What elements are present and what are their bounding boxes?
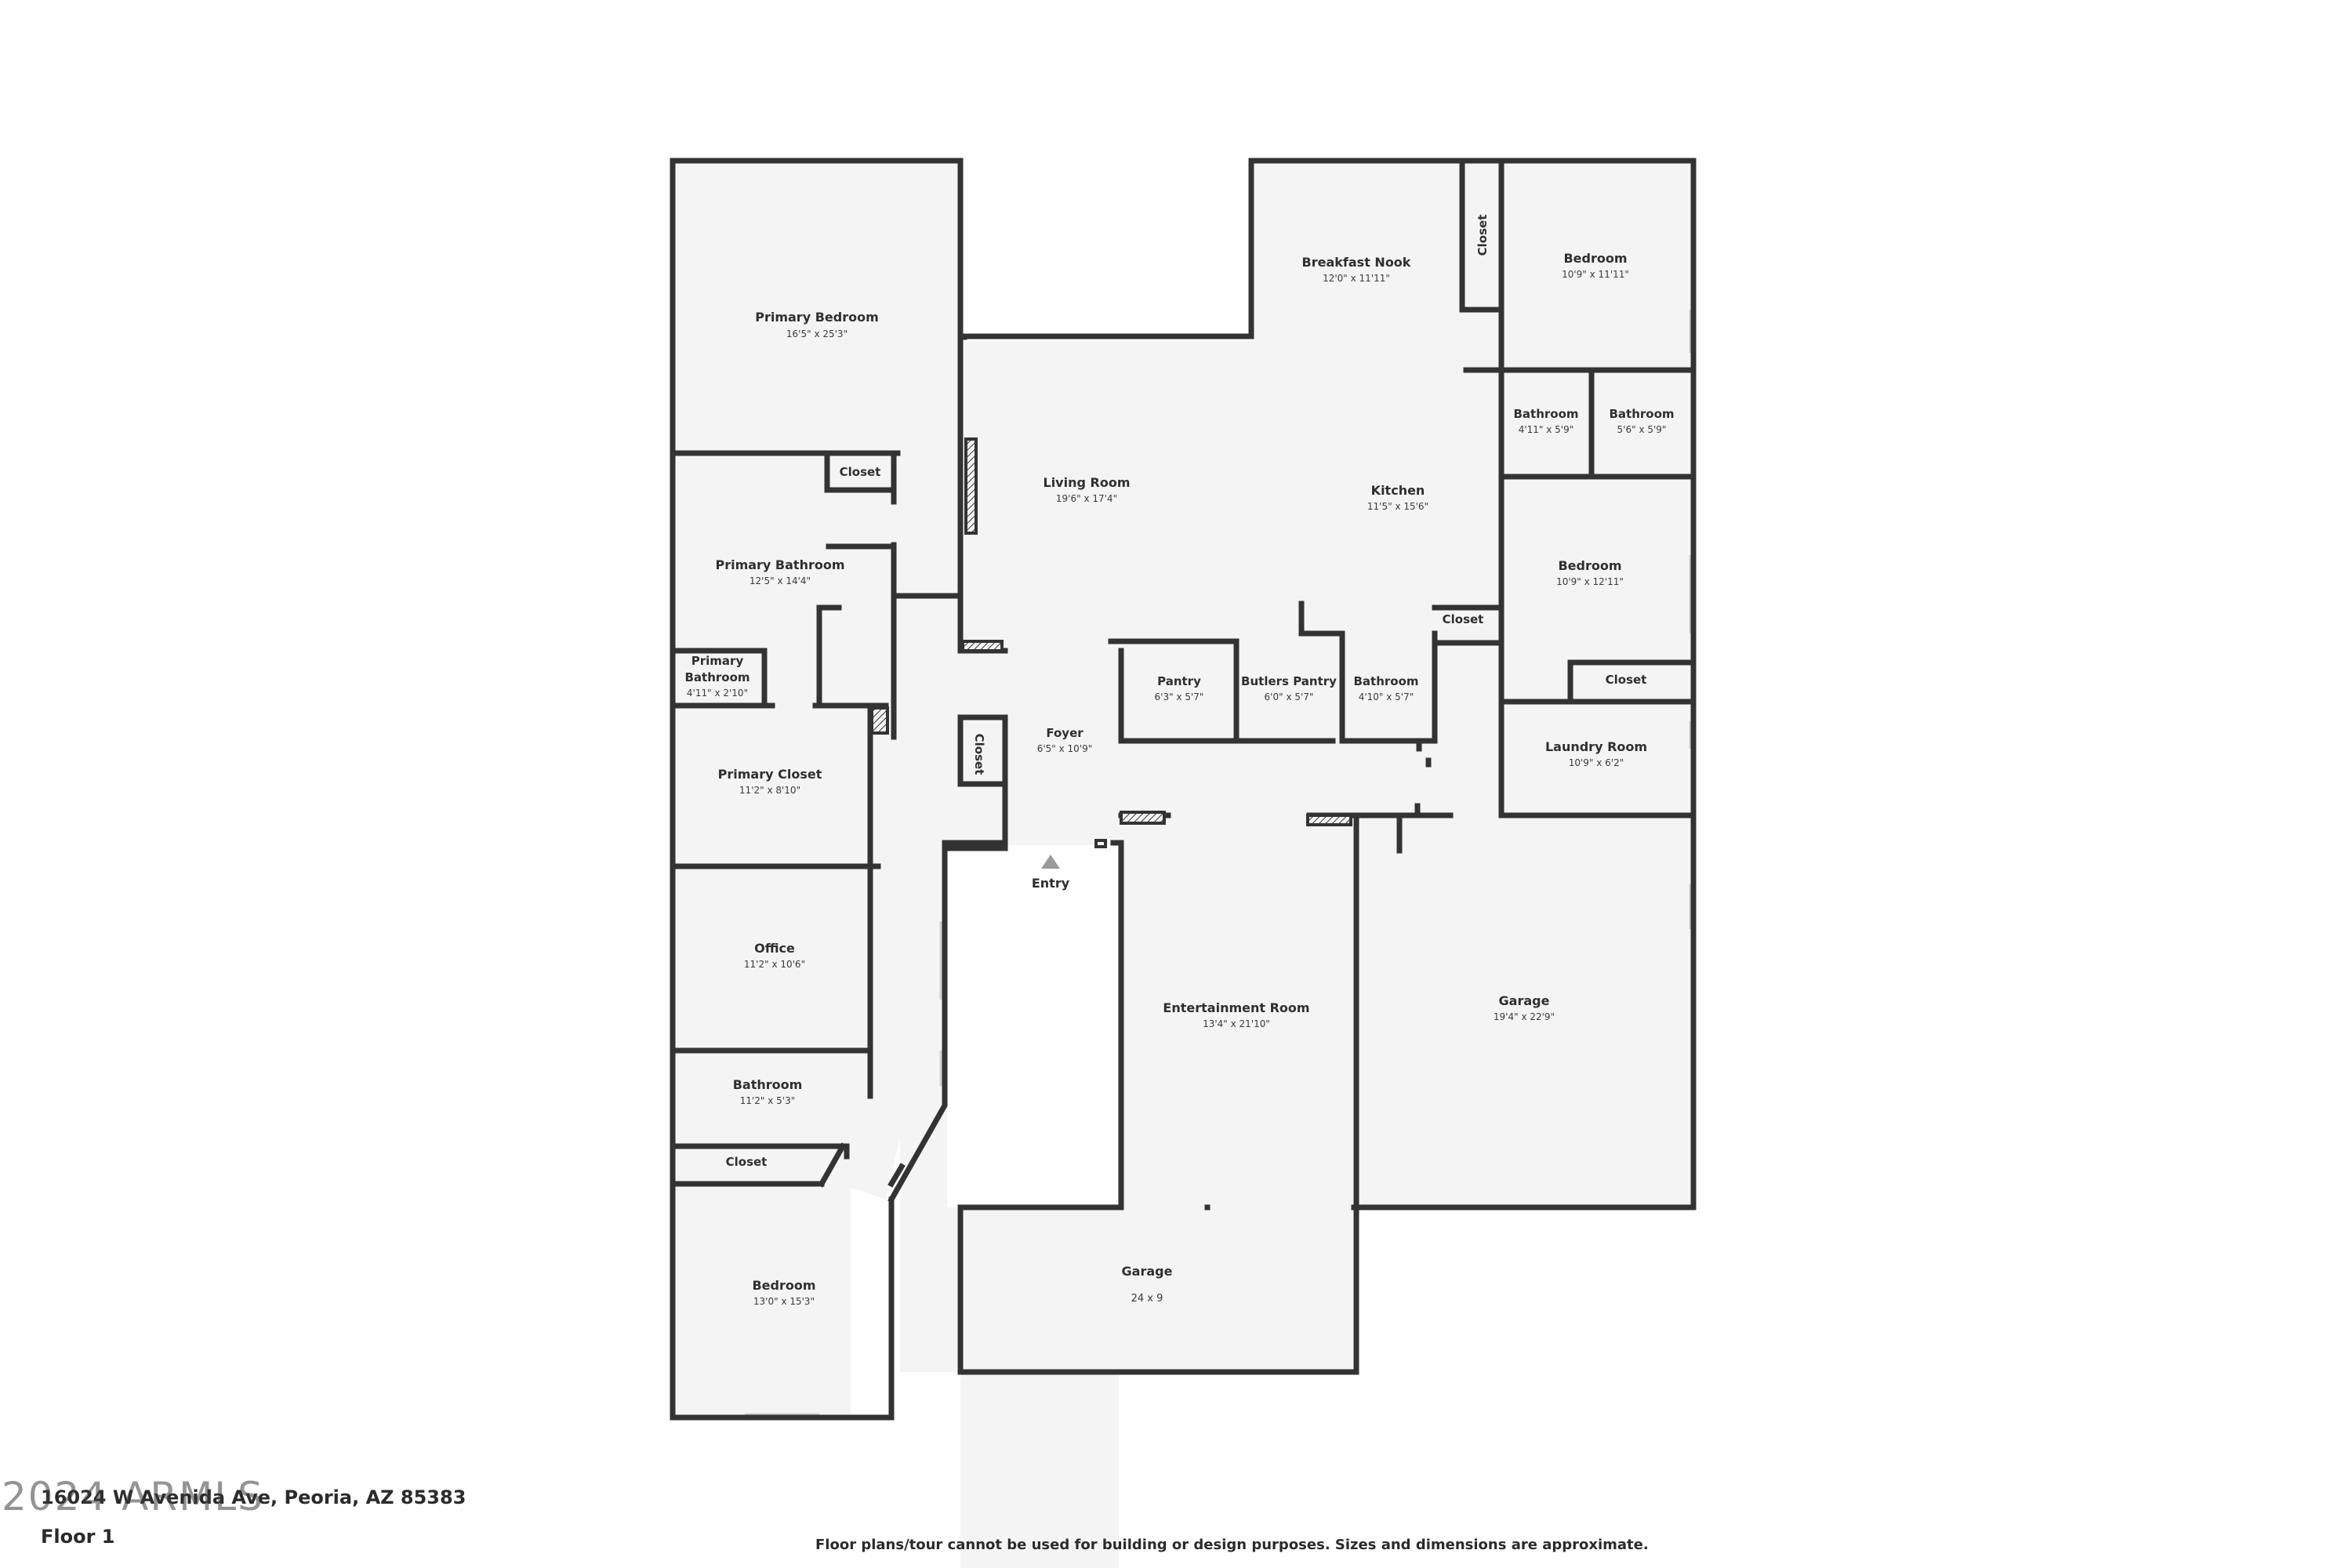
- room-dimensions: 6'0" x 5'7": [1265, 691, 1314, 702]
- property-address: 16024 W Avenida Ave, Peoria, AZ 85383: [41, 1486, 466, 1508]
- garage-small-floor: [960, 1207, 1356, 1374]
- room-dimensions: 16'5" x 25'3": [786, 328, 848, 339]
- room-name: Pantry: [1157, 674, 1201, 688]
- room-dimensions: 4'11" x 2'10": [687, 688, 748, 699]
- room-name: Primary Bathroom: [715, 557, 844, 572]
- room-name: Laundry Room: [1545, 739, 1647, 754]
- room-name: Living Room: [1044, 475, 1131, 490]
- room-dimensions: 4'11" x 5'9": [1519, 424, 1574, 435]
- room-name: Closet: [972, 734, 986, 775]
- room-dimensions: 12'5" x 14'4": [750, 575, 811, 586]
- room-name: Breakfast Nook: [1302, 255, 1411, 270]
- room-dimensions: 12'0" x 11'11": [1323, 273, 1390, 284]
- room-name: Primary Bedroom: [755, 310, 879, 325]
- room-name: Office: [754, 941, 795, 956]
- fixtures: [870, 437, 1352, 848]
- room-name: Garage: [1122, 1264, 1173, 1279]
- room-name-line-1: Primary: [691, 654, 744, 668]
- room-name: Kitchen: [1371, 483, 1425, 498]
- room-name: Bathroom: [733, 1077, 803, 1092]
- room-name: Bedroom: [1558, 558, 1621, 573]
- room-dimensions: 5'6" x 5'9": [1617, 424, 1667, 435]
- room-dimensions: 10'9" x 11'11": [1562, 269, 1629, 280]
- listing-watermark: 2024 ARMLS: [2, 1474, 264, 1519]
- room-dimensions: 10'9" x 6'2": [1569, 757, 1624, 768]
- room-name: Bathroom: [1609, 407, 1674, 421]
- room-dimensions: 10'9" x 12'11": [1556, 576, 1624, 587]
- room-name: Bathroom: [1513, 407, 1578, 421]
- walls: [670, 158, 1697, 1421]
- room-dimensions: 11'2" x 8'10": [739, 785, 800, 796]
- room-dimensions: 24 x 9: [1131, 1293, 1163, 1305]
- room-dimensions: 11'2" x 5'3": [740, 1095, 796, 1106]
- room-name: Closet: [1606, 673, 1647, 687]
- room-name: Entertainment Room: [1163, 1000, 1309, 1015]
- room-name: Garage: [1499, 993, 1550, 1008]
- room-dimensions: 4'10" x 5'7": [1359, 691, 1414, 702]
- floor-fill: [673, 161, 1692, 1568]
- room-dimensions: 13'0" x 15'3": [753, 1296, 815, 1307]
- room-name: Foyer: [1046, 726, 1083, 740]
- room-dimensions: 6'5" x 10'9": [1037, 743, 1093, 754]
- room-dimensions: 19'4" x 22'9": [1494, 1011, 1555, 1022]
- room-dimensions: 11'2" x 10'6": [744, 959, 805, 970]
- room-name: Bedroom: [1563, 251, 1627, 266]
- room-name: Closet: [1475, 215, 1490, 256]
- entry-arrow-icon: [1041, 855, 1060, 869]
- room-name: Closet: [1443, 612, 1484, 626]
- room-dimensions: 6'3" x 5'7": [1155, 691, 1204, 702]
- room-dimensions: 13'4" x 21'10": [1203, 1018, 1270, 1029]
- room-name: Closet: [726, 1155, 768, 1169]
- room-dimensions: 19'6" x 17'4": [1056, 493, 1117, 504]
- room-name: Entry: [1032, 876, 1070, 891]
- floor-label: Floor 1: [41, 1526, 115, 1548]
- room-name: Bedroom: [752, 1278, 815, 1293]
- room-name: Butlers Pantry: [1241, 674, 1337, 688]
- room-name: Closet: [840, 465, 881, 479]
- entry-area: [947, 845, 1118, 1207]
- room-name: Primary Closet: [718, 767, 822, 782]
- room-dimensions: 11'5" x 15'6": [1367, 501, 1428, 512]
- room-name-line-2: Bathroom: [684, 670, 750, 684]
- disclaimer: Floor plans/tour cannot be used for buil…: [815, 1537, 1649, 1553]
- room-name: Bathroom: [1353, 674, 1418, 688]
- room-labels: Primary Bedroom 16'5" x 25'3" Breakfast …: [684, 215, 1674, 1307]
